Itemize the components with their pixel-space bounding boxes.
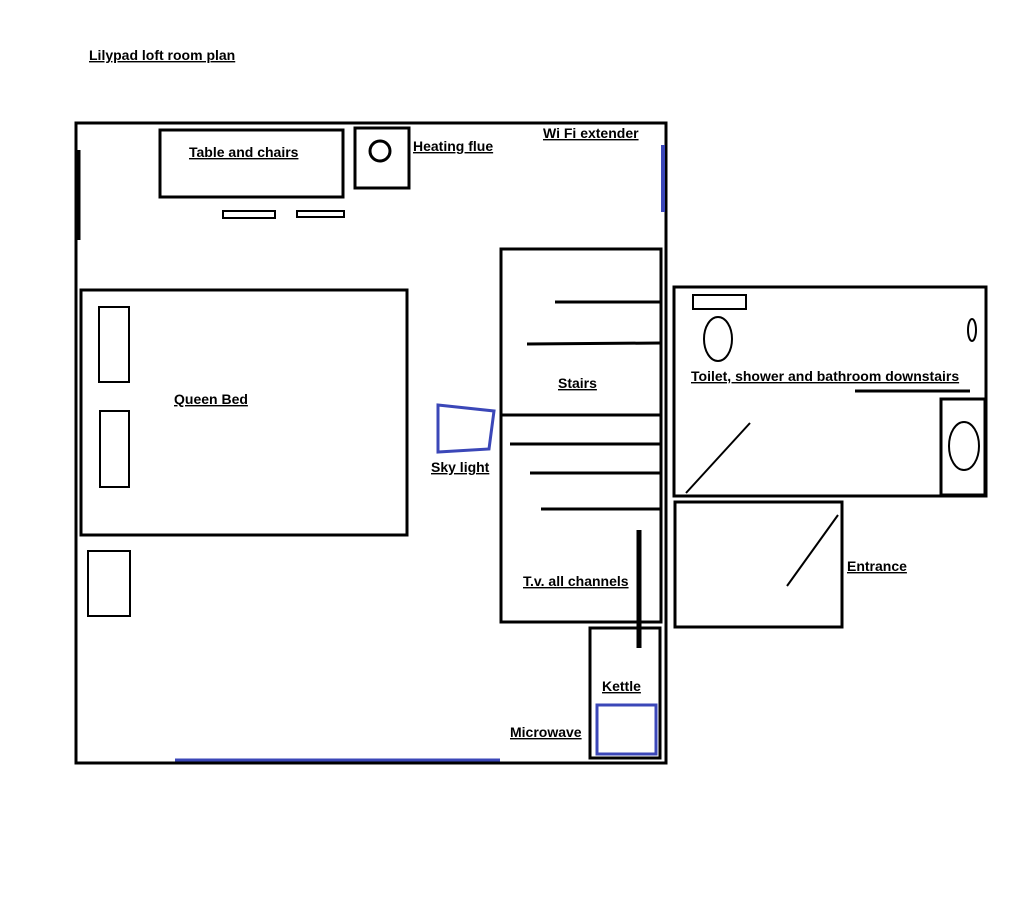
plan-title: Lilypad loft room plan — [89, 47, 235, 63]
basin-unit — [939, 397, 987, 497]
wifi-label: Wi Fi extender — [543, 125, 639, 141]
stairs-block — [499, 247, 663, 624]
bathroom-label: Toilet, shower and bathroom downstairs — [691, 368, 959, 384]
tv-label: T.v. all channels — [523, 573, 629, 589]
sky-light-label: Sky light — [431, 459, 490, 475]
entrance-door-swing — [786, 514, 839, 587]
bedside-table — [87, 550, 131, 617]
sky-light-icon — [436, 403, 496, 454]
chair-1 — [222, 210, 276, 219]
kitchen-counter — [588, 626, 662, 760]
stair-tread-2 — [526, 341, 662, 346]
heating-flue-icon — [368, 139, 392, 163]
table-label: Table and chairs — [189, 144, 299, 160]
microwave-icon — [595, 703, 658, 756]
toilet-icon — [703, 316, 733, 362]
microwave-label: Microwave — [510, 724, 582, 740]
loft-room-outline — [74, 121, 668, 765]
stairs-label: Stairs — [558, 375, 597, 391]
tap-icon — [967, 318, 977, 342]
entrance-label: Entrance — [847, 558, 907, 574]
queen-bed — [79, 288, 409, 537]
table — [158, 128, 345, 199]
pillow-1 — [98, 306, 130, 383]
pillow-2 — [99, 410, 130, 488]
basin-icon — [948, 421, 980, 471]
heating-flue-label: Heating flue — [413, 138, 493, 154]
cistern — [692, 294, 747, 310]
queen-bed-label: Queen Bed — [174, 391, 248, 407]
heating-flue-box — [353, 126, 411, 190]
entrance-outline — [673, 500, 844, 629]
bathroom-outline — [672, 285, 988, 498]
kettle-label: Kettle — [602, 678, 641, 694]
chair-2 — [296, 210, 345, 218]
bathroom-door-swing — [685, 422, 751, 494]
